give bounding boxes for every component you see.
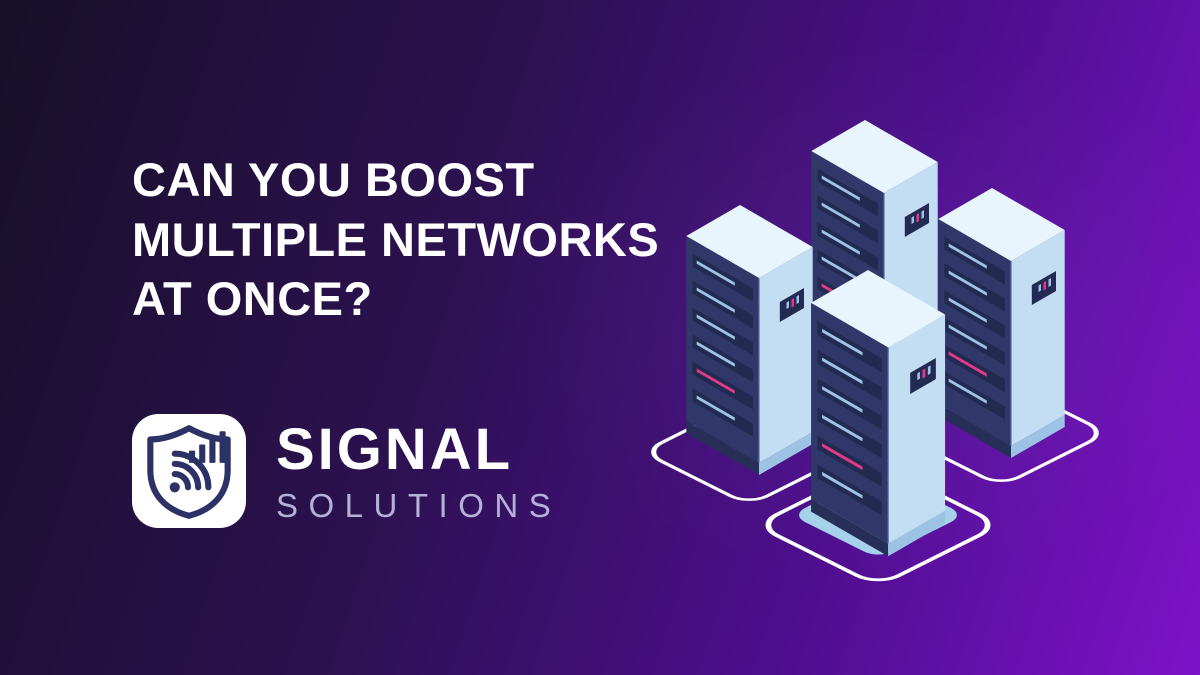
brand-tagline: SOLUTIONS [276,486,562,524]
signal-shield-icon [132,414,246,528]
server-racks-illustration [640,70,1200,650]
headline-line-3: AT ONCE? [132,272,373,326]
wifi-arcs [169,450,212,493]
headline-line-1: CAN YOU BOOST [132,153,535,206]
headline: CAN YOU BOOST MULTIPLE NETWORKS AT ONCE? [132,150,659,329]
server-racks-svg [640,119,1200,650]
brand-text: SIGNAL SOLUTIONS [276,416,562,524]
headline-line-2: MULTIPLE NETWORKS [132,212,660,266]
server-rack-front [810,269,946,557]
signal-bars [189,431,226,463]
server-rack-right [937,187,1066,459]
brand-lockup: SIGNAL SOLUTIONS [132,414,561,528]
brand-name: SIGNAL [276,416,514,482]
server-rack-left [685,204,814,476]
signal-shield-icon-svg [132,414,246,528]
